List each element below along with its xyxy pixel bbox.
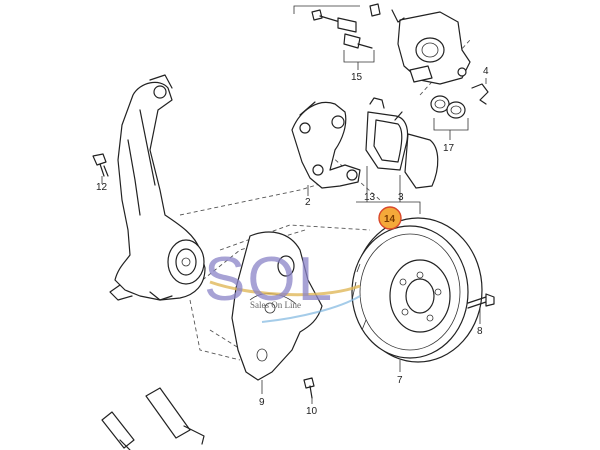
callout-9: 9 bbox=[259, 397, 265, 408]
callout-15: 15 bbox=[351, 72, 363, 83]
callout-4: 4 bbox=[483, 66, 489, 77]
brake-caliper bbox=[397, 11, 471, 85]
callout-10: 10 bbox=[306, 406, 318, 417]
grease-tubes bbox=[101, 387, 205, 450]
watermark-logo: SOL bbox=[204, 245, 334, 314]
caliper-carrier bbox=[291, 101, 361, 189]
spring-clip bbox=[471, 83, 489, 105]
sol-watermark: SOL Sales On Line bbox=[204, 245, 361, 323]
bolt-12 bbox=[92, 153, 109, 180]
callout-14: 14 bbox=[384, 214, 396, 225]
callout-8: 8 bbox=[477, 326, 483, 337]
callout-13: 13 bbox=[364, 192, 376, 203]
callouts: 12 2 13 3 15 17 4 7 8 9 10 bbox=[96, 66, 489, 417]
brake-pads bbox=[365, 97, 439, 189]
callout-2: 2 bbox=[305, 197, 311, 208]
splash-shield bbox=[231, 231, 323, 381]
highlight-badge: 14 bbox=[378, 206, 402, 230]
leader-lines bbox=[101, 5, 487, 404]
piston-seals bbox=[430, 95, 466, 119]
bolt-10 bbox=[303, 377, 315, 399]
callout-3: 3 bbox=[398, 192, 404, 203]
brake-disc bbox=[351, 217, 483, 363]
watermark-tagline: Sales On Line bbox=[250, 300, 301, 310]
callout-17: 17 bbox=[443, 143, 455, 154]
guide-pin-kit bbox=[311, 3, 405, 49]
steering-knuckle bbox=[109, 74, 206, 301]
bolt-8 bbox=[467, 293, 495, 309]
callout-7: 7 bbox=[397, 375, 403, 386]
callout-12: 12 bbox=[96, 182, 108, 193]
